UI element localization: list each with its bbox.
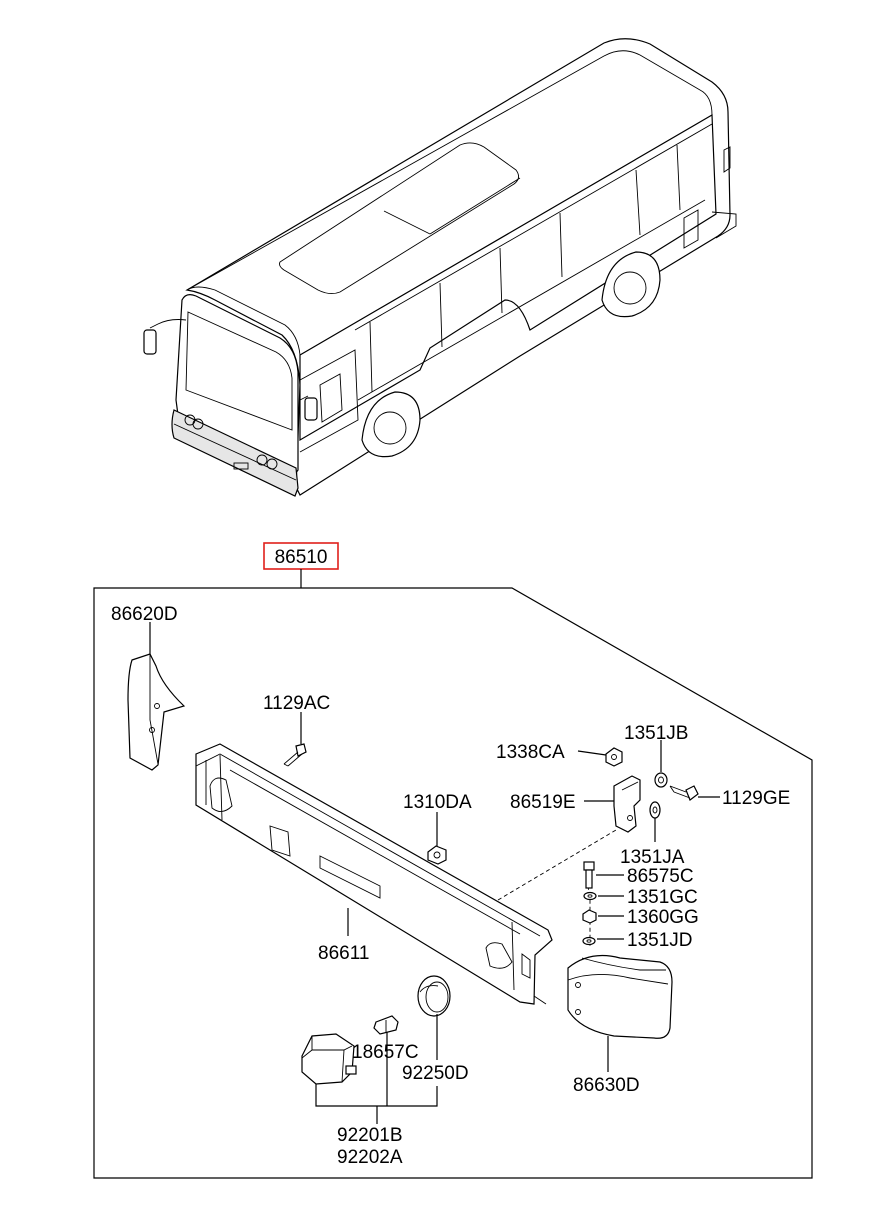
bus-illustration [143,38,737,497]
label-86611: 86611 [318,943,369,964]
nut-1310da [427,845,447,865]
assembly-box: 86510 [93,542,813,1179]
assembly-number: 86510 [275,547,328,568]
label-1351ja: 1351JA [620,847,685,868]
cap-92250d [417,975,451,1017]
label-86630d: 86630D [573,1075,640,1096]
label-1310da: 1310DA [403,792,472,813]
washer-1351ja [649,801,661,819]
label-1338ca: 1338CA [496,742,565,763]
label-1129ge: 1129GE [722,788,790,809]
label-92202a: 92202A [337,1147,403,1168]
label-86620d: 86620D [111,604,178,625]
label-92201b: 92201B [337,1125,403,1146]
nut-1360gg [582,909,597,924]
label-92250d: 92250D [402,1063,469,1084]
label-86575c: 86575C [627,866,694,887]
label-1129ac: 1129AC [263,693,330,714]
beam-86611 [195,743,553,1005]
fog-lamp [301,1033,357,1085]
washer-1351jb [654,772,668,788]
bolt-1129ac [283,743,307,767]
label-18657c: 18657C [352,1042,419,1063]
label-1360gg: 1360GG [627,907,699,928]
washer-1351gc [583,891,597,901]
corner-86630d [567,955,673,1039]
bracket-86519e [613,775,641,833]
nut-1338ca [605,747,623,767]
label-1351jd: 1351JD [627,930,693,951]
washer-1351jd [582,936,596,946]
label-1351jb: 1351JB [624,723,688,744]
label-1351gc: 1351GC [627,887,698,908]
label-86519e: 86519E [510,792,576,813]
bolt-1129ge [669,785,699,801]
bulb-18657c [373,1015,399,1035]
bolt-86575c [583,861,595,889]
bracket-86620d [127,653,186,771]
